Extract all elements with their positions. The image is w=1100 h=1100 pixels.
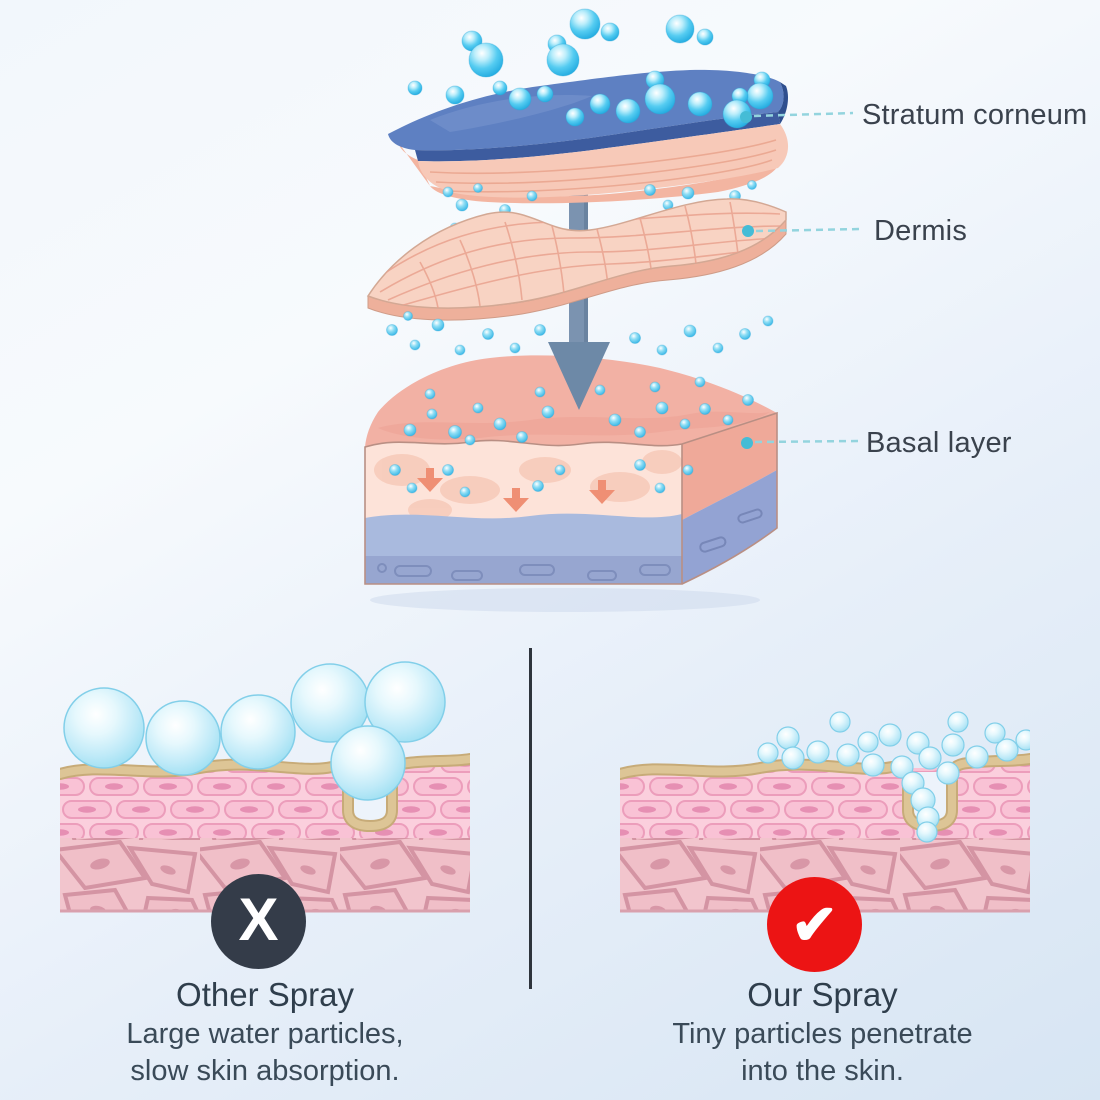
other-spray-description: Large water particles, slow skin absorpt… (35, 1016, 495, 1090)
penetration-mini-arrows (417, 468, 615, 512)
divider-line (529, 648, 532, 989)
cross-badge: X (211, 874, 306, 969)
check-icon: ✔ (791, 892, 838, 956)
falling-droplets-lower (386, 311, 774, 356)
large-water-bubbles (63, 661, 446, 801)
skin-layers-3d-illustration (364, 8, 863, 612)
label-basal-layer: Basal layer (866, 427, 1012, 459)
dermis-layer (366, 198, 787, 321)
label-dermis: Dermis (874, 215, 968, 247)
block-shadow (370, 588, 760, 612)
our-spray-title: Our Spray (747, 976, 898, 1013)
tiny-water-particles (757, 711, 1030, 843)
our-spray-description: Tiny particles penetrate into the skin. (595, 1016, 1050, 1090)
our-spray-desc-line1: Tiny particles penetrate (672, 1018, 973, 1050)
our-spray-desc-line2: into the skin. (741, 1055, 904, 1087)
other-spray-desc-line1: Large water particles, (126, 1018, 404, 1050)
basal-droplets (389, 376, 754, 498)
other-spray-title: Other Spray (176, 976, 354, 1013)
label-stratum-corneum: Stratum corneum (862, 99, 1088, 131)
check-badge: ✔ (767, 877, 862, 972)
other-spray-desc-line2: slow skin absorption. (130, 1055, 400, 1087)
surface-droplets (407, 8, 774, 129)
absorption-arrow-head (548, 342, 610, 410)
stratum-corneum-layer (388, 69, 789, 204)
leader-lines (740, 111, 863, 449)
x-icon: X (238, 886, 279, 953)
basal-layer-block (364, 355, 778, 585)
